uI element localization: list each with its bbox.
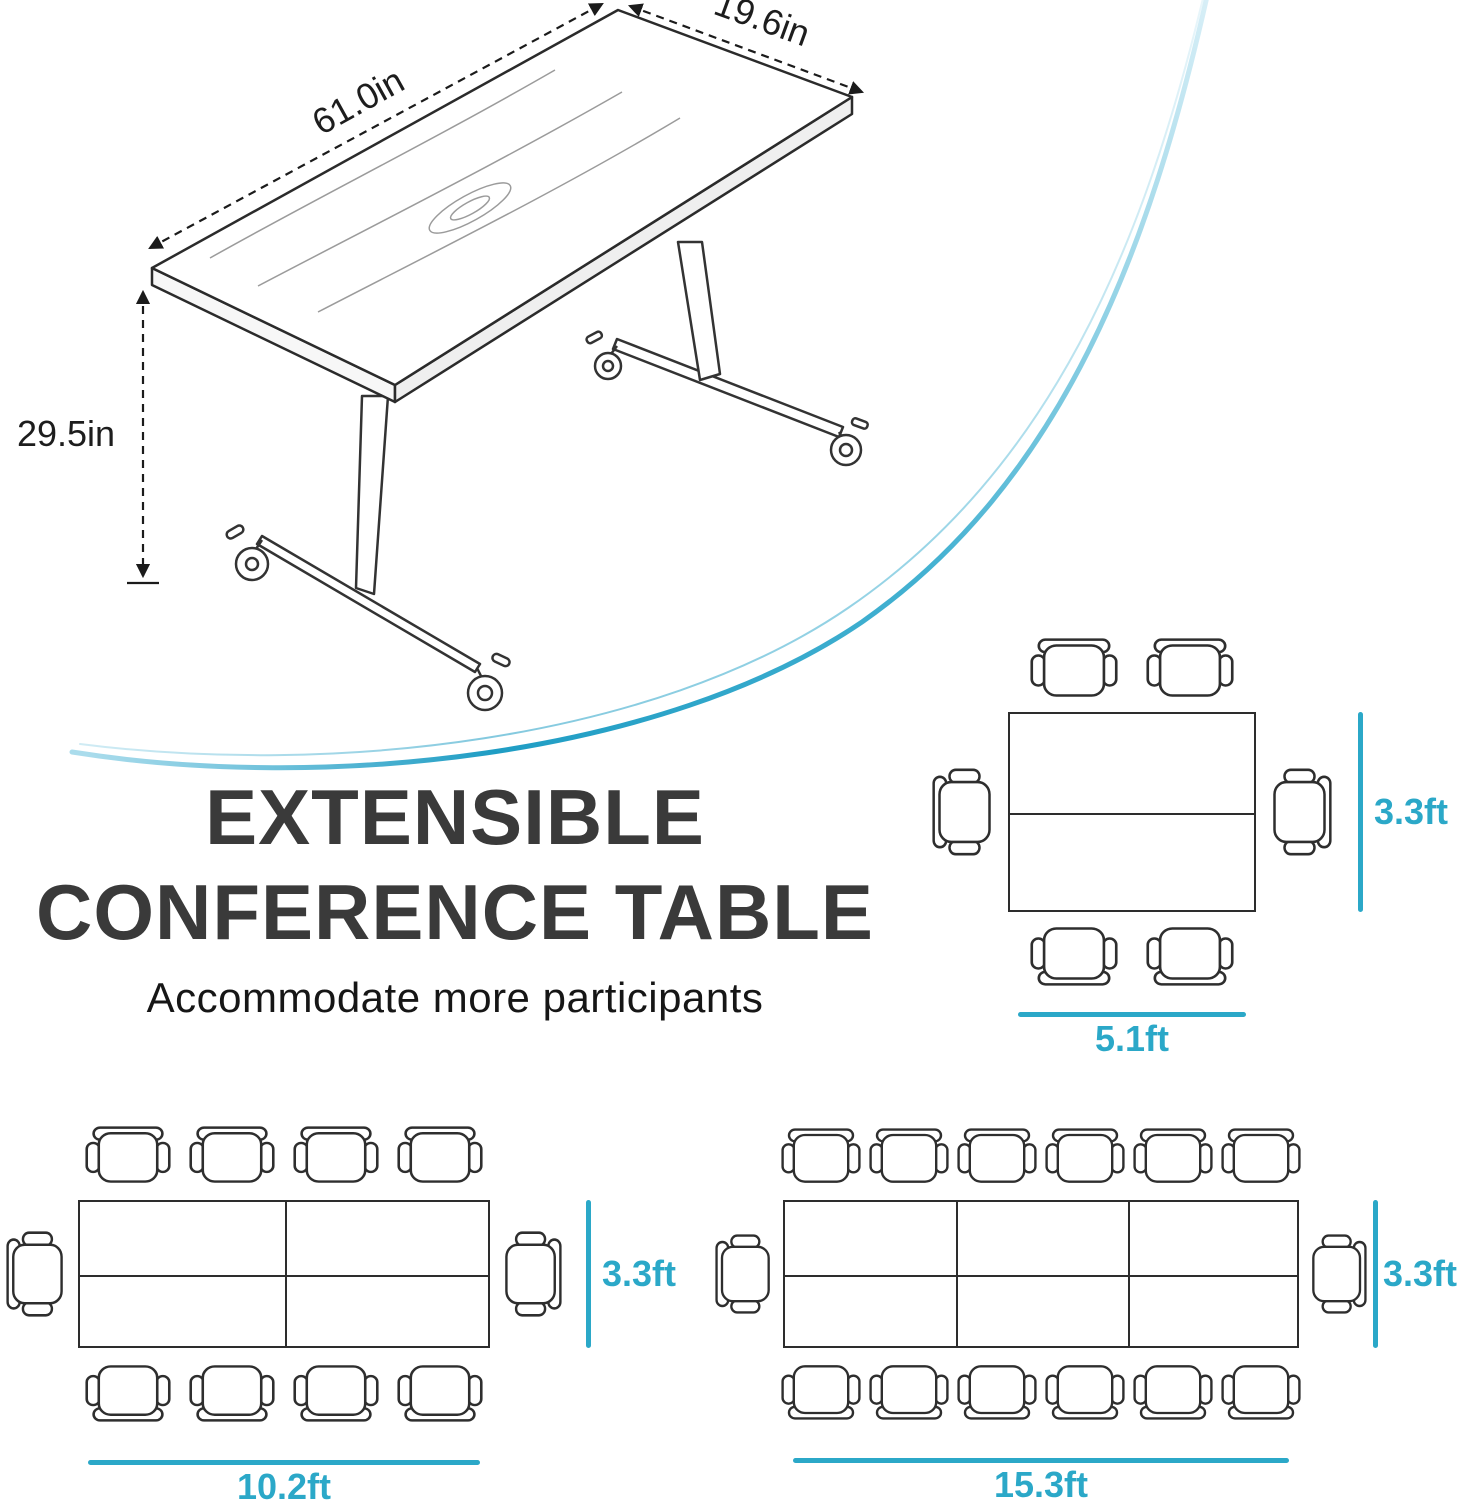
chair-icon [397, 1126, 483, 1184]
length-dimension-line [148, 2, 604, 250]
chair-icon [1311, 1234, 1367, 1314]
width-dimension-label: 10.2ft [236, 1466, 332, 1500]
chair-icon [1221, 1364, 1301, 1420]
chair-icon [1221, 1128, 1301, 1184]
dimension-arrows [127, 2, 865, 585]
headline-line-1: EXTENSIBLE [205, 773, 705, 861]
chair-icon [1272, 768, 1332, 856]
table-section-divider [1010, 813, 1254, 815]
width-dimension-line [88, 1460, 480, 1465]
table-section-divider [785, 1275, 1297, 1277]
headline-line-2: CONFERENCE TABLE [36, 868, 874, 957]
chair-icon [932, 768, 992, 856]
chair-icon [1030, 926, 1118, 986]
caster-wheels-icon [225, 330, 869, 712]
chair-icon [293, 1126, 379, 1184]
depth-dimension-label: 19.6in [709, 0, 815, 54]
height-dimension-label: 29.5in [17, 413, 115, 454]
height-dimension-line [1358, 712, 1363, 912]
table-section-divider [1128, 1202, 1130, 1346]
height-dimension-line [1373, 1200, 1378, 1348]
table-top-view [783, 1200, 1299, 1348]
chair-icon [1133, 1364, 1213, 1420]
chair-icon [781, 1128, 861, 1184]
chair-icon [1045, 1128, 1125, 1184]
chair-icon [1133, 1128, 1213, 1184]
width-dimension-line [1018, 1012, 1246, 1017]
chair-icon [189, 1126, 275, 1184]
chair-icon [397, 1364, 483, 1422]
chair-icon [293, 1364, 379, 1422]
chair-icon [869, 1128, 949, 1184]
table-top [150, 8, 854, 404]
chair-icon [781, 1364, 861, 1420]
chair-icon [504, 1231, 562, 1317]
chair-icon [957, 1364, 1037, 1420]
table-illustration: 61.0in 19.6in 29.5in [17, 0, 1209, 771]
chair-icon [6, 1231, 64, 1317]
chair-icon [189, 1364, 275, 1422]
chair-icon [715, 1234, 771, 1314]
table-top-view [1008, 712, 1256, 912]
chair-icon [869, 1364, 949, 1420]
headline: EXTENSIBLE CONFERENCE TABLE Accommodate … [15, 770, 895, 1022]
table-section-divider [80, 1275, 488, 1277]
chair-icon [957, 1128, 1037, 1184]
table-section-divider [285, 1202, 287, 1346]
swoosh-arc-icon [69, 0, 1209, 771]
chair-icon [1030, 638, 1118, 698]
headline-subtitle: Accommodate more participants [146, 974, 764, 1022]
chair-icon [1045, 1364, 1125, 1420]
width-dimension-line [793, 1458, 1289, 1463]
table-section-divider [956, 1202, 958, 1346]
height-dimension-label: 3.3ft [602, 1253, 677, 1294]
chair-icon [85, 1126, 171, 1184]
height-dimension-label: 3.3ft [1383, 1253, 1458, 1294]
table-top-view [78, 1200, 490, 1348]
width-dimension-label: 15.3ft [993, 1464, 1089, 1500]
chair-icon [1146, 638, 1234, 698]
width-dimension-label: 5.1ft [1094, 1018, 1170, 1059]
chair-icon [1146, 926, 1234, 986]
height-dimension-line [586, 1200, 591, 1348]
length-dimension-label: 61.0in [305, 59, 411, 142]
table-legs [255, 240, 845, 674]
height-dimension-label: 3.3ft [1374, 791, 1449, 832]
chair-icon [85, 1364, 171, 1422]
